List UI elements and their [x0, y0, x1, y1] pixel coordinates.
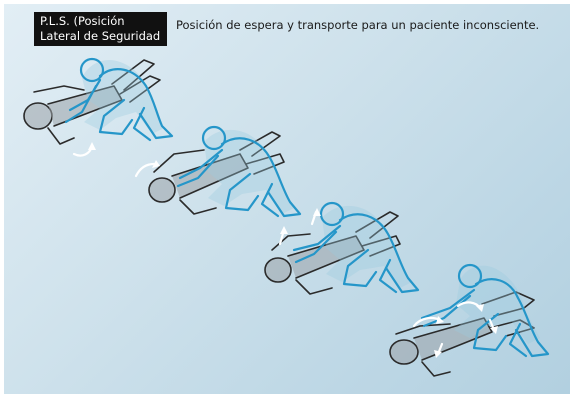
step-2-figure [134, 125, 302, 218]
description-text: Posición de espera y transporte para un … [176, 18, 540, 32]
step-4-patient [389, 291, 535, 377]
title-line-1: P.L.S. (Posición [40, 14, 125, 28]
title-label: P.L.S. (Posición Lateral de Seguridad [34, 12, 167, 46]
step-4-arrows [412, 301, 498, 358]
title-line-2: Lateral de Seguridad [40, 29, 161, 43]
step-3-arrows [278, 208, 321, 246]
step-2-arrow [134, 160, 160, 178]
step-4-rescuer [420, 263, 550, 358]
illustration-frame: P.L.S. (Posición Lateral de Seguridad Po… [4, 4, 570, 394]
step-4-figure [389, 263, 550, 377]
step-3-figure [264, 201, 420, 295]
step-2-rescuer [176, 125, 302, 218]
step-3-rescuer [292, 201, 420, 294]
step-2-patient [148, 131, 285, 215]
step-3-patient [264, 211, 401, 295]
recovery-position-illustration [23, 57, 550, 377]
step-1-figure [23, 57, 174, 157]
step-1-rescuer [64, 57, 174, 142]
step-1-arrow [72, 142, 96, 157]
